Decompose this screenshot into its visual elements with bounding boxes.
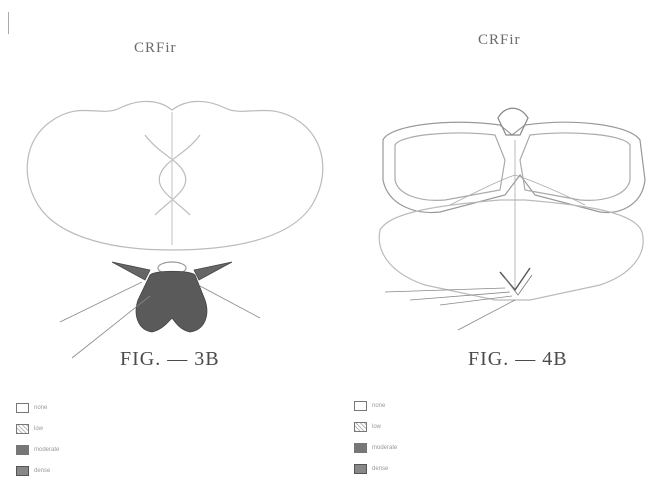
legend-swatch-dense <box>354 464 367 474</box>
legend-label: none <box>34 405 47 411</box>
legend-swatch-moderate <box>354 443 367 453</box>
legend-item: moderate <box>16 439 59 460</box>
legend-item: dense <box>16 460 59 481</box>
left-legend: none low moderate dense <box>16 397 59 481</box>
legend-swatch-none <box>16 403 29 413</box>
legend-label: low <box>372 424 381 430</box>
legend-swatch-dense <box>16 466 29 476</box>
legend-label: dense <box>34 468 50 474</box>
right-figure-caption: FIG. — 4B <box>468 348 568 371</box>
left-section-brainstem <box>112 262 232 332</box>
legend-item: low <box>16 418 59 439</box>
legend-swatch-low <box>16 424 29 434</box>
legend-item: none <box>354 395 397 416</box>
legend-swatch-low <box>354 422 367 432</box>
legend-label: moderate <box>372 445 397 451</box>
legend-item: low <box>354 416 397 437</box>
left-section-outline <box>27 101 323 274</box>
legend-label: dense <box>372 466 388 472</box>
right-section-fibers <box>450 140 585 295</box>
left-figure-caption: FIG. — 3B <box>120 348 220 371</box>
legend-label: low <box>34 426 43 432</box>
legend-swatch-none <box>354 401 367 411</box>
right-leader-lines <box>385 288 515 330</box>
legend-item: none <box>16 397 59 418</box>
right-section-outline <box>379 108 645 300</box>
legend-label: none <box>372 403 385 409</box>
legend-item: dense <box>354 458 397 479</box>
legend-item: moderate <box>354 437 397 458</box>
legend-label: moderate <box>34 447 59 453</box>
legend-swatch-moderate <box>16 445 29 455</box>
right-figure-title: CRFir <box>478 32 521 49</box>
right-legend: none low moderate dense <box>354 395 397 479</box>
